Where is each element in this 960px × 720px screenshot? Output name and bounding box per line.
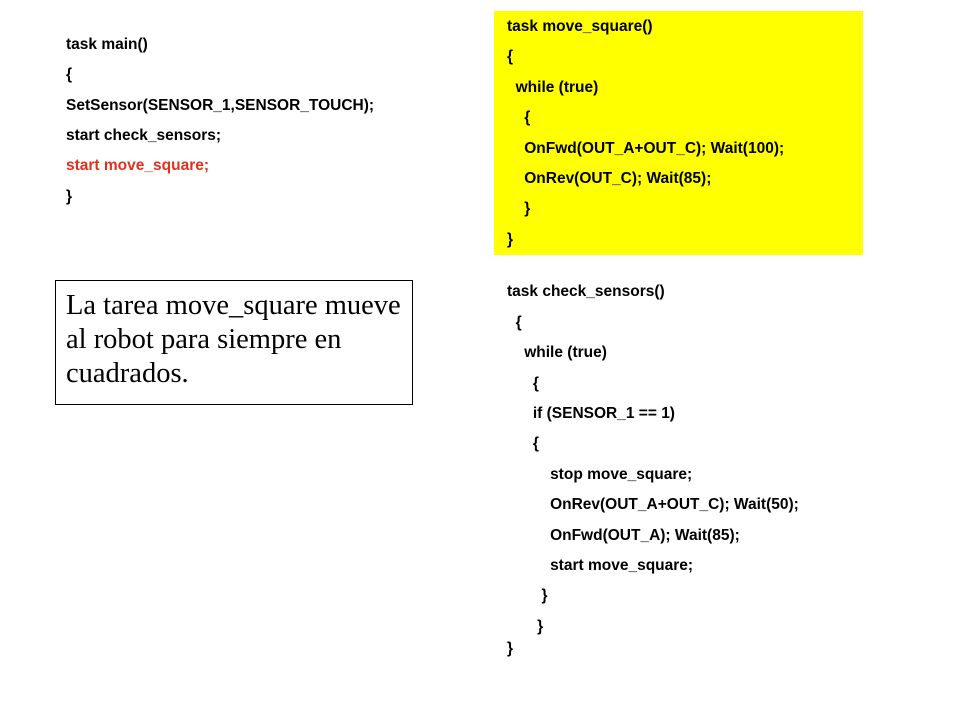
code-line: } xyxy=(507,200,531,217)
code-line: } xyxy=(507,587,548,604)
code-line: OnRev(OUT_A+OUT_C); Wait(50); xyxy=(507,496,799,513)
note-box: La tarea move_square mueve al robot para… xyxy=(55,280,413,405)
code-line: task main() xyxy=(66,36,148,53)
code-line: OnFwd(OUT_A+OUT_C); Wait(100); xyxy=(507,140,785,157)
code-line: { xyxy=(66,66,73,83)
code-line: { xyxy=(507,48,514,65)
check-sensors-task-code: task check_sensors() { while (true) { if… xyxy=(507,0,799,657)
code-line: while (true) xyxy=(507,79,599,96)
code-line: if (SENSOR_1 == 1) xyxy=(507,405,675,422)
code-line: task move_square() xyxy=(507,18,653,35)
code-line: stop move_square; xyxy=(507,466,693,483)
code-line: } xyxy=(507,618,544,635)
move-square-highlight-box xyxy=(494,11,863,255)
code-line: OnFwd(OUT_A); Wait(85); xyxy=(507,527,740,544)
code-line: SetSensor(SENSOR_1,SENSOR_TOUCH); xyxy=(66,97,375,114)
code-line: while (true) xyxy=(507,344,607,361)
code-line: start move_square; xyxy=(507,557,694,574)
code-line: } xyxy=(507,640,514,657)
code-line: } xyxy=(66,188,73,205)
main-task-code: task main() { SetSensor(SENSOR_1,SENSOR_… xyxy=(66,0,374,205)
code-line: OnRev(OUT_C); Wait(85); xyxy=(507,170,712,187)
code-line: task check_sensors() xyxy=(507,283,665,300)
code-line-highlighted: start move_square; xyxy=(66,157,210,174)
code-line: } xyxy=(507,231,514,248)
code-line: { xyxy=(507,314,522,331)
code-line: { xyxy=(507,375,539,392)
code-line: { xyxy=(507,109,531,126)
code-line: start check_sensors; xyxy=(66,127,222,144)
code-line: { xyxy=(507,435,539,452)
note-text: La tarea move_square mueve al robot para… xyxy=(66,290,401,389)
move-square-task-code: task move_square() { while (true) { OnFw… xyxy=(507,0,784,248)
